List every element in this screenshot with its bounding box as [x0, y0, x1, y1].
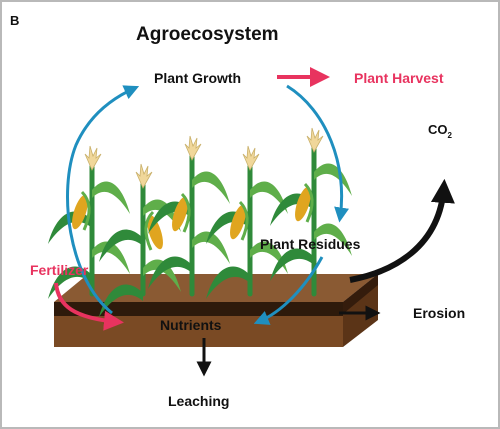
- corn-tassel: [135, 163, 153, 189]
- erosion-label: Erosion: [413, 305, 465, 321]
- corn-leaf: [270, 248, 314, 281]
- diagram-title: Agroecosystem: [136, 24, 279, 45]
- corn-leaf: [99, 284, 143, 317]
- corn-husk: [238, 200, 249, 241]
- corn-tassel: [184, 135, 202, 161]
- corn-tassel: [242, 145, 260, 171]
- corn-leaf: [143, 259, 181, 292]
- soil-dark-band: [54, 302, 343, 316]
- co2-label: CO2: [428, 122, 453, 140]
- fertilizer-arrow: [54, 282, 124, 331]
- co2-arrow: [349, 178, 455, 283]
- corn-husk: [303, 182, 314, 223]
- decomposition-arrow: [253, 256, 324, 325]
- corn-leaf: [250, 241, 288, 274]
- corn-plant: [270, 127, 352, 297]
- corn-plant: [148, 135, 230, 297]
- corn-husk: [180, 192, 191, 233]
- plant-residues-label: Plant Residues: [260, 236, 361, 252]
- corn-tassel: [306, 127, 324, 153]
- nutrients-label: Nutrients: [160, 317, 222, 333]
- corn-husk: [144, 210, 155, 251]
- corn-leaf: [314, 163, 352, 196]
- corn-plant: [206, 145, 288, 299]
- corn-ear: [147, 214, 163, 250]
- corn-tassel: [84, 145, 102, 171]
- corn-ear: [230, 204, 246, 240]
- plant-harvest-label: Plant Harvest: [354, 70, 444, 86]
- corn-leaf: [314, 223, 352, 256]
- corn-leaf: [192, 171, 230, 204]
- corn-ear: [72, 194, 88, 230]
- fertilizer-label: Fertilizer: [30, 262, 89, 278]
- corn-leaf: [250, 181, 288, 214]
- corn-leaf: [99, 229, 143, 262]
- corn-leaf: [92, 241, 130, 274]
- corn-ear: [172, 196, 188, 232]
- corn-leaf: [92, 181, 130, 214]
- corn-plants: [48, 127, 352, 317]
- plant-growth-label: Plant Growth: [154, 70, 241, 86]
- corn-husk: [80, 190, 91, 231]
- leaching-label: Leaching: [168, 393, 229, 409]
- corn-leaf: [148, 256, 192, 289]
- co2-main-text: CO: [428, 122, 448, 137]
- corn-plant: [99, 163, 181, 317]
- senescence-arrow: [286, 84, 349, 223]
- corn-leaf: [206, 266, 250, 299]
- corn-leaf: [48, 266, 92, 299]
- corn-plant: [48, 145, 130, 299]
- soil-side-band: [343, 274, 378, 314]
- co2-subscript: 2: [448, 131, 453, 140]
- corn-leaf: [192, 231, 230, 264]
- panel-label: B: [10, 13, 19, 28]
- corn-ear: [295, 186, 311, 222]
- uptake-arrow: [66, 85, 140, 315]
- corn-leaf: [143, 199, 181, 232]
